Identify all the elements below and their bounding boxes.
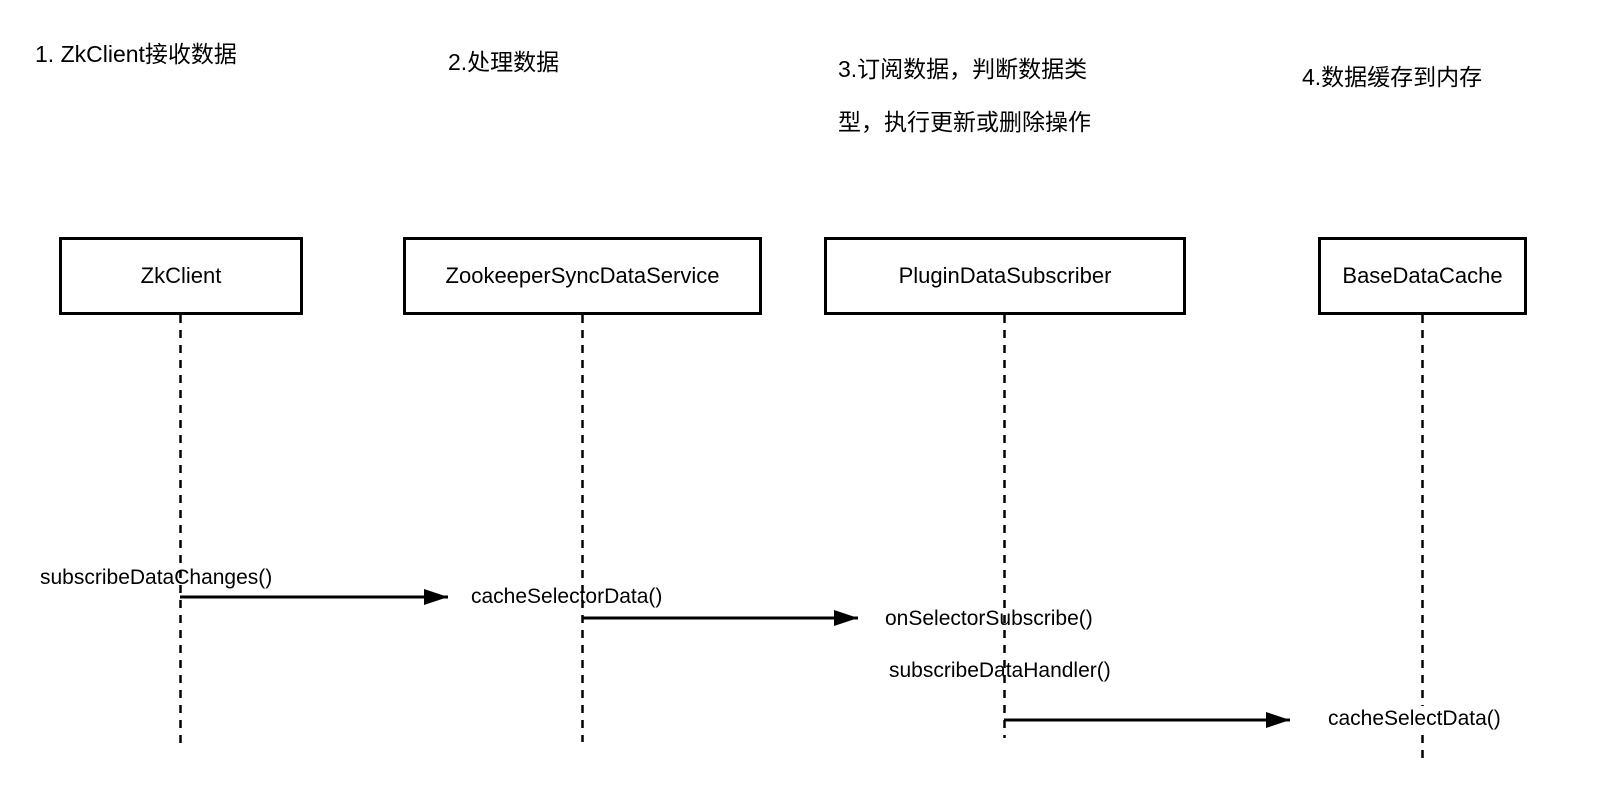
message-label-subscribe-data-handler: subscribeDataHandler() (889, 659, 1111, 682)
participant-label-base-data-cache: BaseDataCache (1342, 263, 1503, 288)
participant-box-zkclient: ZkClient (59, 237, 303, 315)
participant-label-zkclient: ZkClient (140, 263, 222, 288)
message-label-cache-selector-data: cacheSelectorData() (471, 585, 663, 608)
participant-box-base-data-cache: BaseDataCache (1318, 237, 1527, 315)
participant-label-zookeeper-sync-data-service: ZookeeperSyncDataService (445, 263, 720, 288)
message-label-cache-select-data: cacheSelectData() (1325, 706, 1504, 731)
annotation-step3-line1: 3.订阅数据，判断数据类 (838, 56, 1088, 82)
annotation-step4: 4.数据缓存到内存 (1302, 64, 1483, 90)
message-label-subscribe-data-changes: subscribeDataChanges() (40, 566, 273, 589)
annotation-step2: 2.处理数据 (448, 49, 560, 75)
annotation-step3-line2: 型，执行更新或删除操作 (838, 109, 1091, 135)
annotation-step1: 1. ZkClient接收数据 (35, 41, 237, 67)
annotation-step3: 3.订阅数据，判断数据类 型，执行更新或删除操作 (838, 55, 1091, 136)
participant-label-plugin-data-subscriber: PluginDataSubscriber (898, 263, 1112, 288)
participant-box-zookeeper-sync-data-service: ZookeeperSyncDataService (403, 237, 762, 315)
participant-box-plugin-data-subscriber: PluginDataSubscriber (824, 237, 1186, 315)
message-label-on-selector-subscribe: onSelectorSubscribe() (885, 607, 1093, 630)
